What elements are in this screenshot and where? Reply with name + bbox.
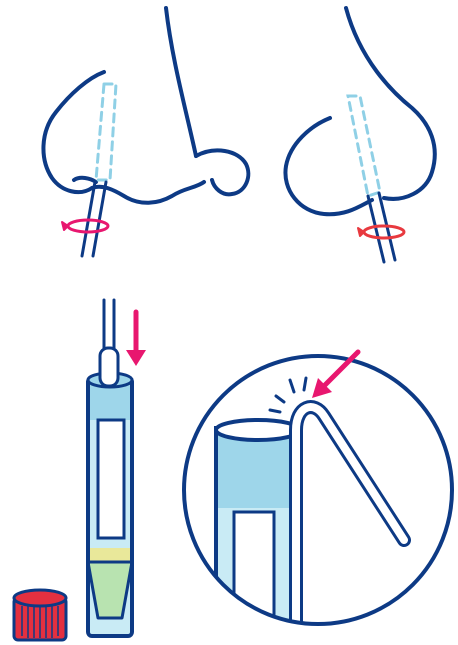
nose-front-panel: [43, 8, 248, 256]
tube-panel: [14, 300, 146, 640]
break-panel: [184, 352, 452, 645]
nose-front-icon: [43, 8, 248, 203]
nose-side-panel: [285, 8, 434, 262]
swab-icon: [100, 300, 118, 386]
nose-side-icon: [285, 8, 434, 214]
down-arrow-icon: [126, 312, 146, 366]
tube-icon: [88, 373, 132, 636]
rotation-arrow-icon: [358, 226, 404, 238]
cap-icon: [14, 590, 66, 640]
rotation-arrow-icon: [62, 220, 108, 232]
